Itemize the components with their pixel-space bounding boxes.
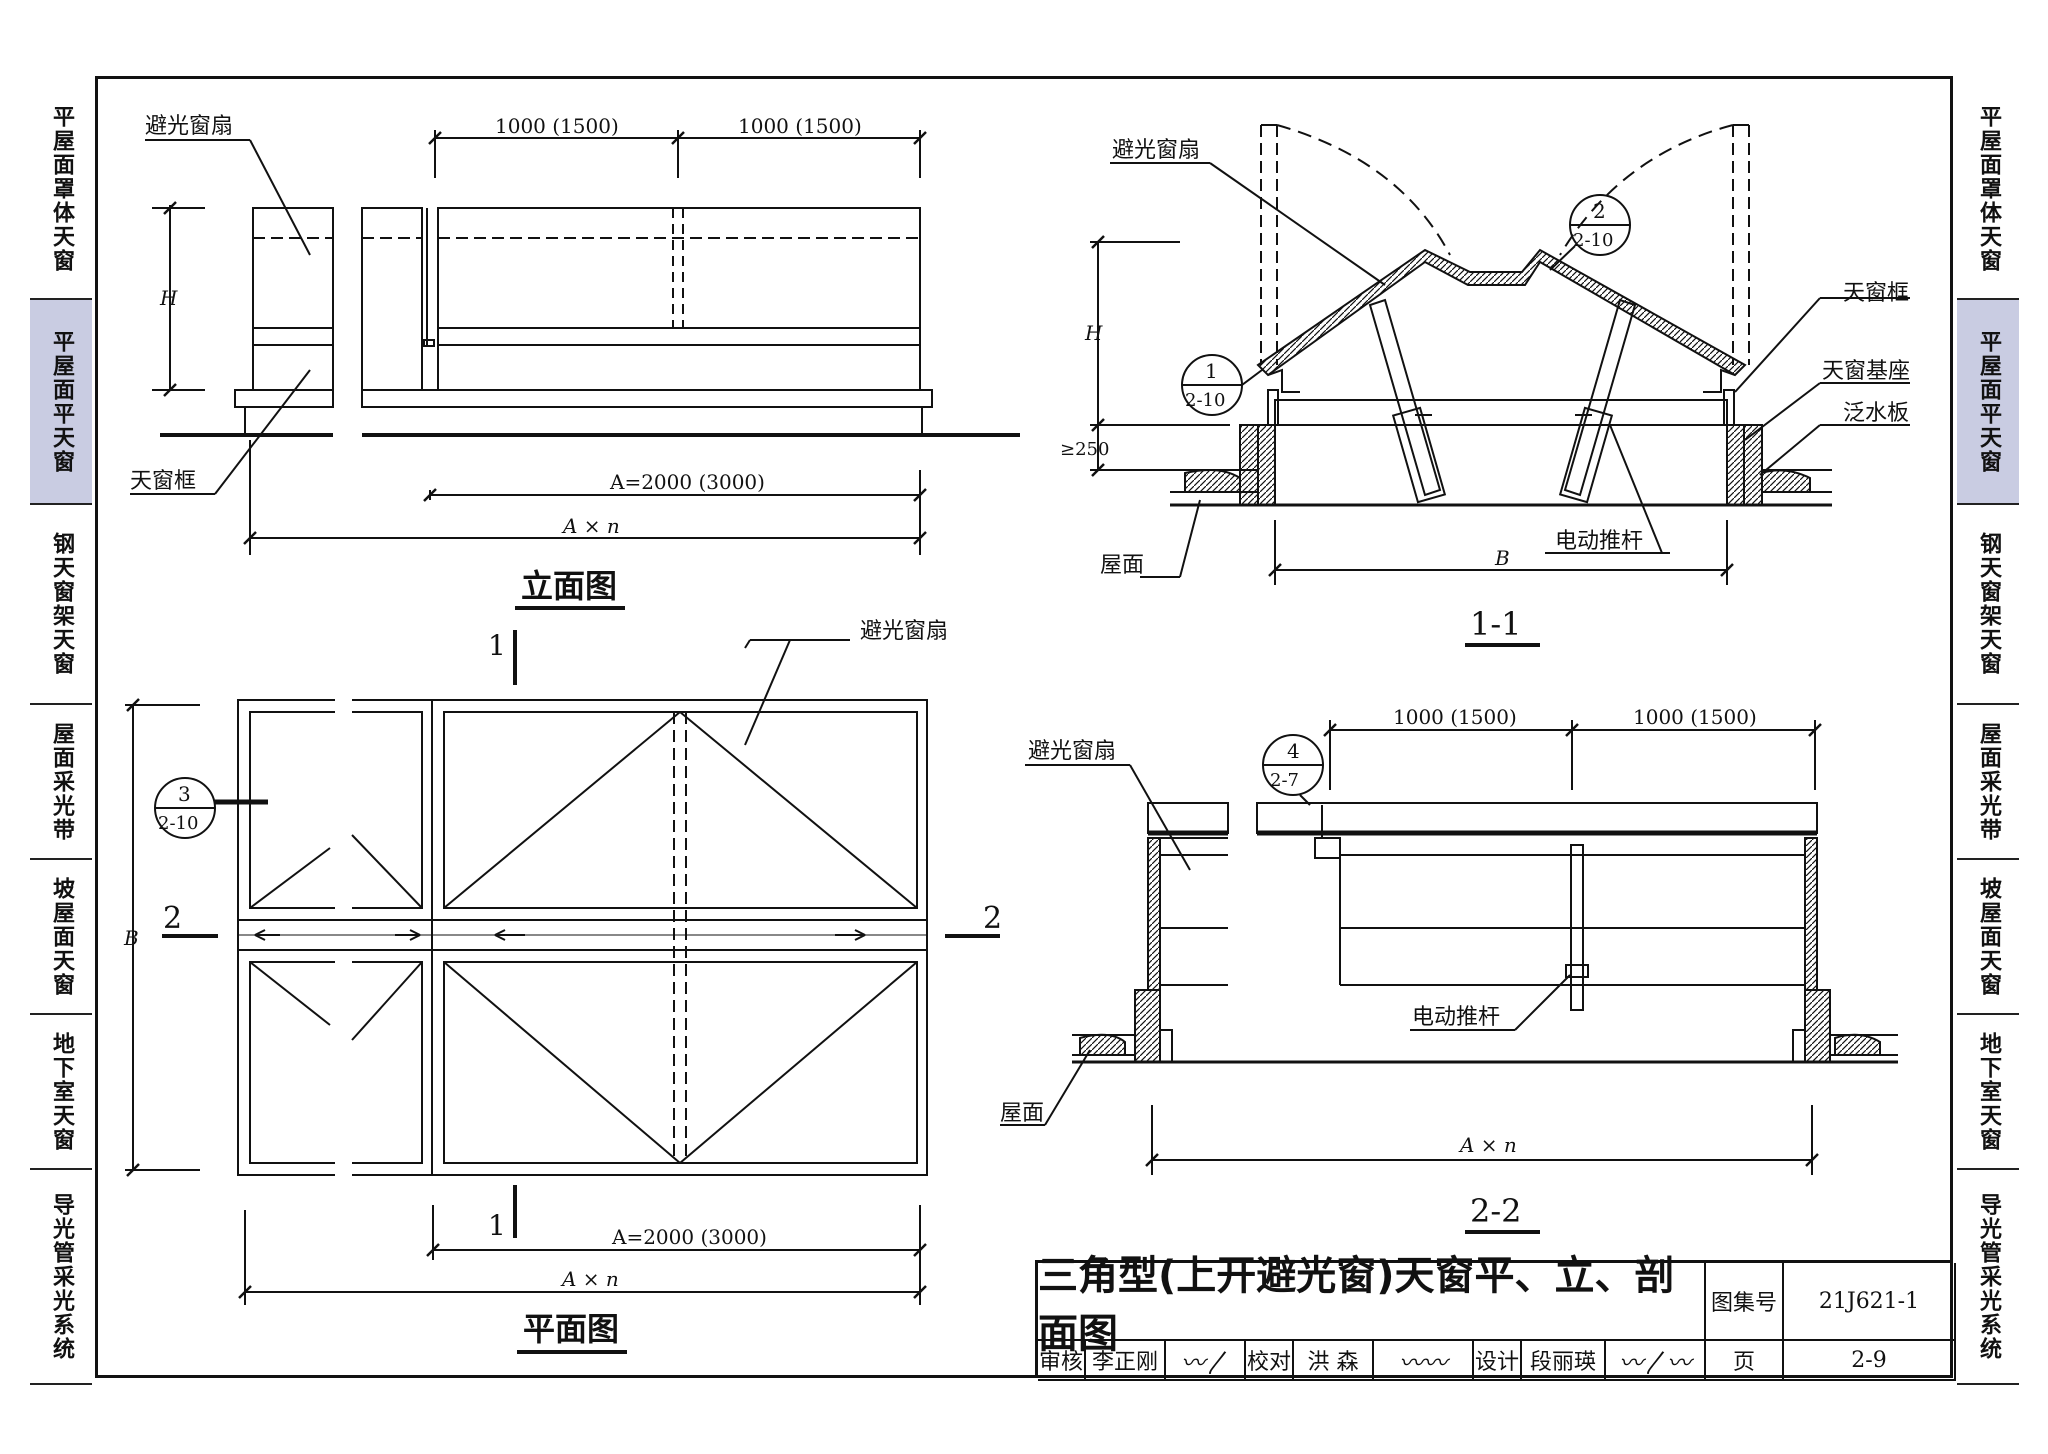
review-label: 审核 (1038, 1341, 1086, 1381)
plan-title: 平面图 (523, 1310, 619, 1348)
plan-cut-1-top: 1 (488, 629, 506, 662)
side-tab-basement[interactable]: 地下室天窗 (30, 1015, 92, 1170)
page-value: 2-9 (1784, 1341, 1956, 1381)
section2-ref-page: 2-7 (1270, 770, 1299, 791)
section-2-2-view (1000, 720, 1898, 1234)
plan-cut-1-bottom: 1 (488, 1209, 506, 1242)
side-tab-light-pipe[interactable]: 导光管采光系统 (1957, 1170, 2019, 1385)
side-index-left: 平屋面罩体天窗 平屋面平天窗 钢天窗架天窗 屋面采光带 坡屋面天窗 地下室天窗 … (30, 80, 92, 1385)
side-tab-pitched-roof[interactable]: 坡屋面天窗 (30, 860, 92, 1015)
side-tab-steel-frame[interactable]: 钢天窗架天窗 (1957, 505, 2019, 705)
check-name: 洪 森 (1294, 1341, 1374, 1381)
section2-label-actuator: 电动推杆 (1412, 1005, 1500, 1030)
elevation-label-sash: 避光窗扇 (145, 114, 233, 139)
drawing-title: 三角型(上开避光窗)天窗平、立、剖面图 (1038, 1253, 1706, 1357)
section-1-1-view (1090, 124, 1910, 647)
elevation-dim-a: A=2000 (3000) (609, 470, 765, 494)
section1-ref1-num: 1 (1205, 359, 1218, 383)
drawing-frame (95, 76, 1953, 1378)
plan-detail-num: 3 (178, 782, 191, 806)
section2-dim-axn: A × n (1458, 1133, 1517, 1157)
elevation-dim-h: H (159, 286, 178, 310)
side-tab-flat-roof-cover[interactable]: 平屋面罩体天窗 (30, 80, 92, 300)
side-tab-roof-strip[interactable]: 屋面采光带 (1957, 705, 2019, 860)
section1-ref2-page: 2-10 (1573, 230, 1613, 251)
side-tab-pitched-roof[interactable]: 坡屋面天窗 (1957, 860, 2019, 1015)
elevation-view (130, 130, 1020, 610)
section1-label-actuator: 电动推杆 (1555, 529, 1643, 554)
plan-dim-b: B (123, 926, 139, 950)
section2-label-roof: 屋面 (1000, 1101, 1044, 1126)
elevation-title: 立面图 (521, 567, 617, 605)
side-tab-flat-roof-flat[interactable]: 平屋面平天窗 (1957, 300, 2019, 505)
section2-title: 2-2 (1470, 1192, 1522, 1230)
side-tab-flat-roof-cover[interactable]: 平屋面罩体天窗 (1957, 80, 2019, 300)
title-block: 三角型(上开避光窗)天窗平、立、剖面图 图集号 21J621-1 审核 李正刚 … (1035, 1253, 1956, 1381)
side-tab-roof-strip[interactable]: 屋面采光带 (30, 705, 92, 860)
section2-ref-num: 4 (1287, 739, 1300, 763)
section1-label-frame: 天窗框 (1843, 281, 1909, 306)
design-name: 段丽瑛 (1522, 1341, 1606, 1381)
section1-label-base: 天窗基座 (1822, 359, 1910, 384)
section1-dim-250: ≥250 (1060, 439, 1109, 460)
plan-dim-axn: A × n (560, 1267, 619, 1291)
side-tab-basement[interactable]: 地下室天窗 (1957, 1015, 2019, 1170)
section1-title: 1-1 (1470, 605, 1522, 643)
section1-dim-b: B (1494, 546, 1510, 570)
check-label: 校对 (1246, 1341, 1294, 1381)
section1-label-sash: 避光窗扇 (1112, 138, 1200, 163)
side-tab-flat-roof-flat[interactable]: 平屋面平天窗 (30, 300, 92, 505)
check-signature: 〰〰 (1374, 1341, 1474, 1381)
plan-cut-2-right: 2 (983, 901, 1002, 936)
plan-dim-a: A=2000 (3000) (611, 1225, 767, 1249)
elevation-dim-axn: A × n (561, 514, 620, 538)
atlas-value: 21J621-1 (1784, 1263, 1956, 1341)
review-signature: 〰〳 (1166, 1341, 1246, 1381)
side-index-right: 平屋面罩体天窗 平屋面平天窗 钢天窗架天窗 屋面采光带 坡屋面天窗 地下室天窗 … (1957, 80, 2019, 1385)
elevation-label-frame: 天窗框 (130, 469, 196, 494)
section2-dim-top-1: 1000 (1500) (1393, 705, 1517, 729)
plan-cut-2-left: 2 (163, 901, 182, 936)
section2-label-sash: 避光窗扇 (1028, 739, 1116, 764)
elevation-dim-top-2: 1000 (1500) (738, 114, 862, 138)
design-signature: 〰〳〰 (1606, 1341, 1706, 1381)
section2-dim-top-2: 1000 (1500) (1633, 705, 1757, 729)
page-label: 页 (1706, 1341, 1784, 1381)
side-tab-light-pipe[interactable]: 导光管采光系统 (30, 1170, 92, 1385)
elevation-dim-top-1: 1000 (1500) (495, 114, 619, 138)
section1-ref1-page: 2-10 (1185, 390, 1225, 411)
section1-ref2-num: 2 (1593, 199, 1606, 223)
plan-label-sash: 避光窗扇 (860, 619, 948, 644)
atlas-label: 图集号 (1706, 1263, 1784, 1341)
plan-view (125, 630, 1000, 1354)
design-label: 设计 (1474, 1341, 1522, 1381)
section1-label-flashing: 泛水板 (1843, 401, 1909, 426)
section1-dim-h: H (1084, 321, 1103, 345)
review-name: 李正刚 (1086, 1341, 1166, 1381)
plan-detail-page: 2-10 (158, 813, 198, 834)
section1-label-roof: 屋面 (1100, 553, 1144, 578)
side-tab-steel-frame[interactable]: 钢天窗架天窗 (30, 505, 92, 705)
